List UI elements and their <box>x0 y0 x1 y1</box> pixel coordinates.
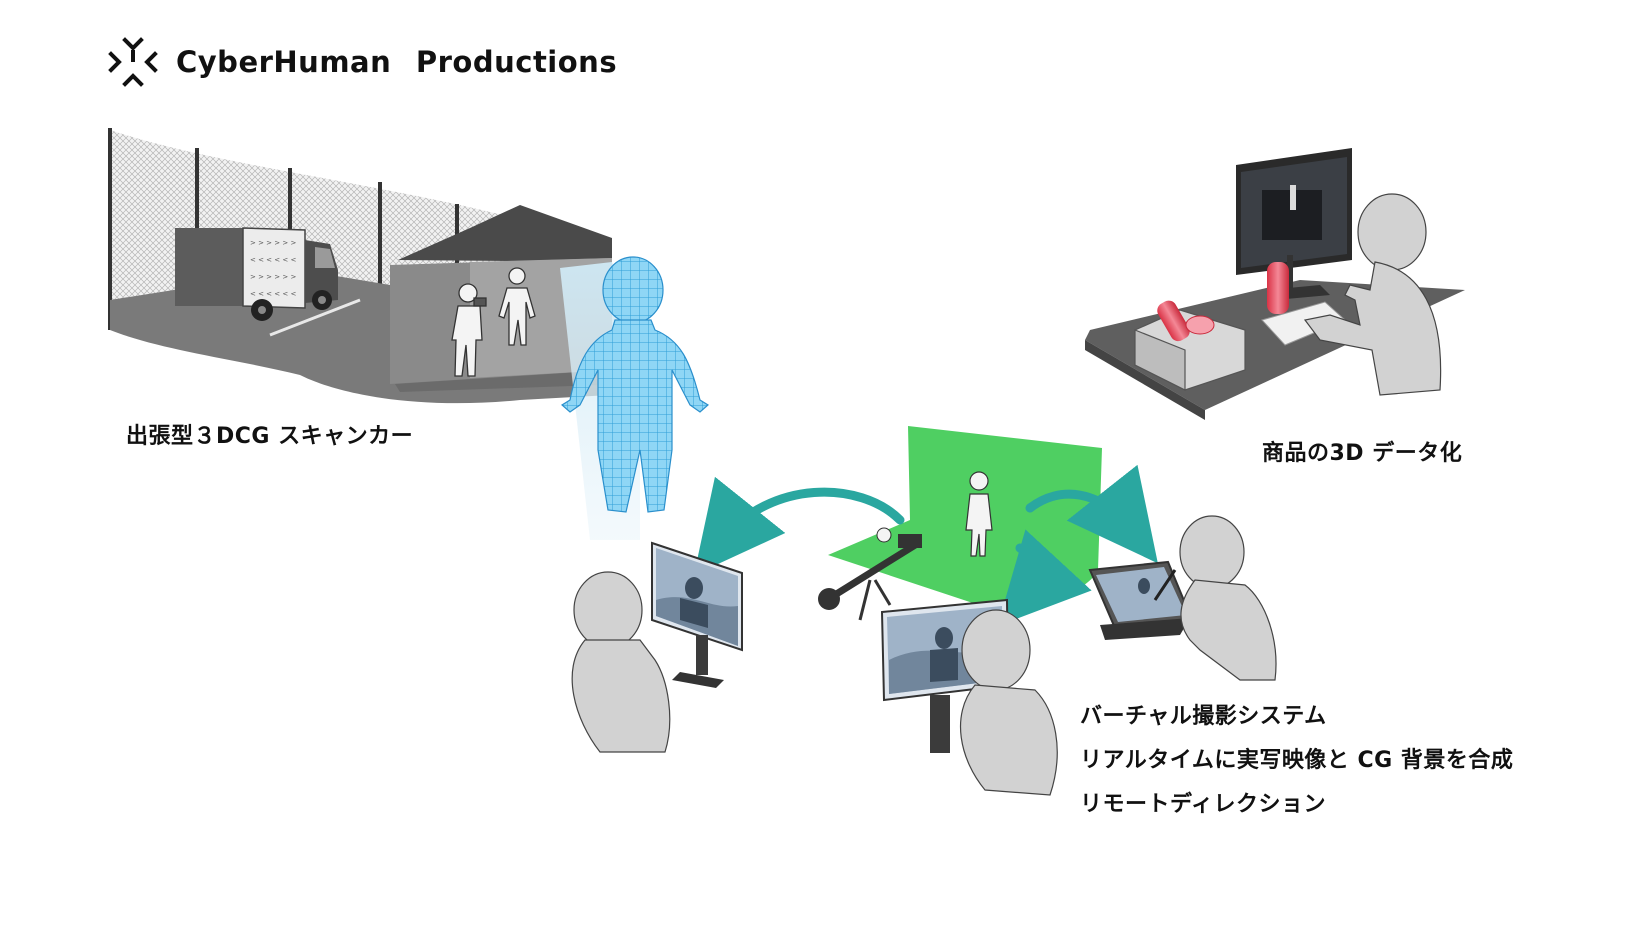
arrow-to-left-monitor <box>693 476 905 576</box>
wireframe-avatar <box>560 256 710 513</box>
product-bottle <box>1267 262 1289 314</box>
brand-name-part2: Productions <box>415 45 618 79</box>
left-viewer-figure <box>571 571 671 753</box>
arrow-to-tablet <box>1025 464 1158 564</box>
svg-text:> > > > > >: > > > > > > <box>250 273 296 281</box>
cyberhuman-logo-icon <box>108 37 158 87</box>
scanner-car-scene: > > > > > > < < < < < < > > > > > > < < … <box>108 128 710 540</box>
label-scanner-car: 出張型３DCG スキャンカー <box>126 424 413 449</box>
svg-text:< < < < < <: < < < < < < <box>250 256 296 264</box>
flow-arrows <box>693 464 1158 627</box>
svg-text:> > > > > >: > > > > > > <box>250 239 296 247</box>
tent-people <box>451 267 536 377</box>
left-monitor <box>651 541 743 688</box>
brand-name: CyberHuman Productions <box>176 45 631 79</box>
svg-text:< < < < < <: < < < < < < <box>250 290 296 298</box>
virtual-production-scene <box>571 426 1277 796</box>
product-3d-scene <box>1085 148 1465 420</box>
label-virtual-system: バーチャル撮影システム <box>1080 703 1327 729</box>
camera-crane <box>818 527 922 621</box>
operator-figure <box>1303 193 1442 396</box>
brand-header: CyberHuman Productions <box>108 36 631 88</box>
workstation-monitor <box>1236 148 1352 300</box>
tablet-designer-figure <box>1179 515 1277 681</box>
brand-name-part1: CyberHuman <box>176 45 392 79</box>
talent-figure <box>965 471 993 557</box>
drawing-tablet <box>1088 560 1194 640</box>
product-box <box>1134 300 1246 391</box>
label-realtime-composite: リアルタイムに実写映像と CG 背景を合成 <box>1080 747 1513 773</box>
label-product-3d: 商品の3D データ化 <box>1262 440 1462 466</box>
arrow-to-center-monitor <box>997 529 1092 627</box>
parking-line <box>269 298 361 337</box>
center-viewer-figure <box>959 609 1058 796</box>
scanner-truck: > > > > > > < < < < < < > > > > > > < < … <box>175 227 338 321</box>
label-remote-direction: リモートディレクション <box>1080 791 1326 817</box>
